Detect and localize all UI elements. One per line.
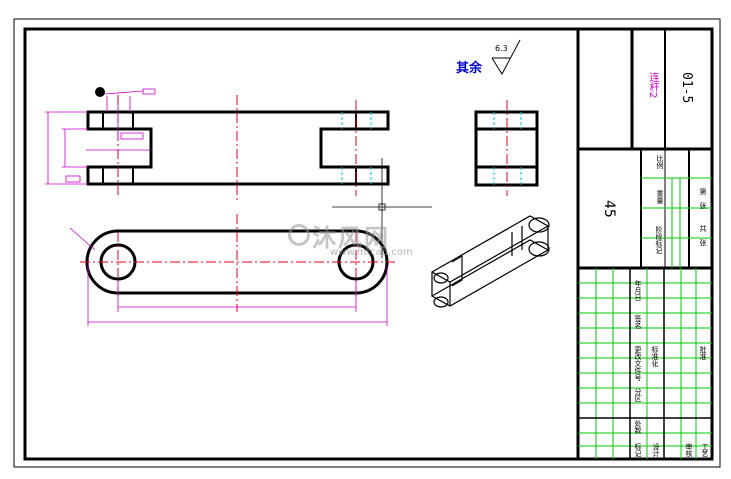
outer-frame <box>13 18 721 468</box>
front-view-centerlines <box>117 95 357 200</box>
mark-label: 标记 <box>634 443 642 457</box>
watermark-url: www.mfcad.com <box>330 247 413 258</box>
count-label: 处数 <box>634 420 642 434</box>
roughness-value: 6.3 <box>495 44 508 53</box>
zone-label: 分区 <box>634 388 642 402</box>
part-name: 连杆2 <box>647 72 658 99</box>
watermark-logo-icon <box>288 224 310 246</box>
front-view-hidden-lines <box>341 112 372 184</box>
standard-label: 标准化 <box>651 346 659 367</box>
watermark-brand: 沐风网 <box>312 224 390 252</box>
drawing-number: 01-5 <box>679 72 694 104</box>
datum-dot <box>95 87 105 97</box>
isometric-view <box>430 215 550 308</box>
roughness-symbol <box>491 39 521 76</box>
scale-label: 比例 <box>656 155 664 169</box>
front-view-dimensions <box>45 88 156 185</box>
surface-note-text: 其余 <box>456 61 483 76</box>
material: 45 <box>601 200 617 218</box>
design-label: 设计 <box>652 443 660 457</box>
sign-label: 签名 <box>634 315 642 329</box>
sheet-total-label: 共 张 <box>699 225 707 246</box>
sheet-label: 第 张 <box>699 188 707 209</box>
approve-label: 批准 <box>699 346 707 360</box>
weight-label: 重量 <box>656 190 664 204</box>
review-label: 审核 <box>685 443 693 457</box>
date-label: 年月日 <box>634 280 642 301</box>
cursor-crosshair <box>332 158 432 258</box>
top-view-dimensions <box>69 227 388 326</box>
side-view-hidden-lines <box>493 112 522 185</box>
title-block <box>576 29 712 459</box>
process-label: 工艺 <box>701 443 709 457</box>
change-doc-label: 更改文件号 <box>634 346 642 381</box>
stage-label: 阶段标记 <box>655 226 663 254</box>
front-view <box>86 110 390 186</box>
inner-frame <box>23 27 714 461</box>
